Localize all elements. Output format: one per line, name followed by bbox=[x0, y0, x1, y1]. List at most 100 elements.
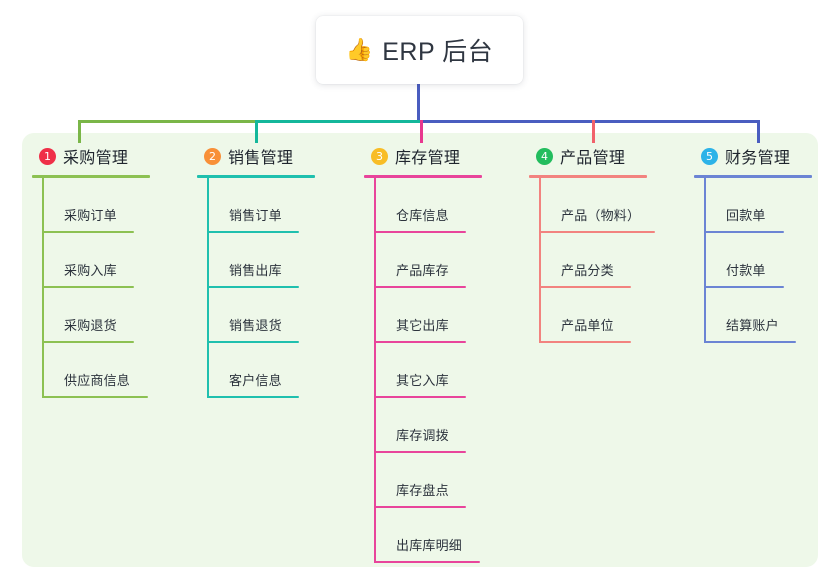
menu-item-rule bbox=[374, 451, 466, 453]
connector-bus-segment-2 bbox=[420, 120, 760, 123]
menu-item[interactable]: 销售订单 bbox=[207, 178, 315, 233]
menu-item-rule bbox=[704, 231, 784, 233]
badge-number-inventory: 3 bbox=[371, 147, 388, 165]
thumbs-up-icon: 👍 bbox=[345, 37, 374, 62]
column-finance: 5 财务管理回款单付款单结算账户 bbox=[694, 144, 812, 343]
menu-item-rule bbox=[374, 341, 466, 343]
menu-item-rule bbox=[539, 231, 655, 233]
column-header-inventory[interactable]: 3 库存管理 bbox=[364, 144, 482, 168]
page-title: ERP 后台 bbox=[382, 38, 494, 66]
menu-item-rule bbox=[704, 286, 784, 288]
menu-item[interactable]: 销售出库 bbox=[207, 233, 315, 288]
column-header-sales[interactable]: 2 销售管理 bbox=[197, 144, 315, 168]
menu-item-rule bbox=[374, 506, 466, 508]
connector-drop-inventory bbox=[420, 120, 423, 143]
menu-item-rule bbox=[374, 561, 480, 563]
menu-item[interactable]: 采购订单 bbox=[42, 178, 150, 233]
menu-item[interactable]: 仓库信息 bbox=[374, 178, 482, 233]
column-header-rule-inventory bbox=[364, 175, 482, 178]
menu-item-rule bbox=[539, 286, 631, 288]
menu-item-label: 产品（物料） bbox=[561, 208, 641, 223]
menu-item[interactable]: 供应商信息 bbox=[42, 343, 150, 398]
menu-item-rule bbox=[207, 396, 299, 398]
menu-item[interactable]: 其它入库 bbox=[374, 343, 482, 398]
column-title-product: 产品管理 bbox=[560, 150, 626, 167]
menu-item-rule bbox=[704, 341, 796, 343]
menu-item[interactable]: 客户信息 bbox=[207, 343, 315, 398]
menu-item[interactable]: 结算账户 bbox=[704, 288, 812, 343]
menu-item-label: 产品分类 bbox=[561, 263, 614, 278]
menu-item-label: 仓库信息 bbox=[396, 208, 449, 223]
menu-item-label: 采购订单 bbox=[64, 208, 117, 223]
menu-item-rule bbox=[539, 341, 631, 343]
menu-item-label: 其它出库 bbox=[396, 318, 449, 333]
column-header-rule-purchase bbox=[32, 175, 150, 178]
menu-item[interactable]: 产品（物料） bbox=[539, 178, 655, 233]
menu-item[interactable]: 其它出库 bbox=[374, 288, 482, 343]
badge-number-sales: 2 bbox=[204, 147, 221, 165]
menu-item-label: 采购退货 bbox=[64, 318, 117, 333]
column-items-purchase: 采购订单采购入库采购退货供应商信息 bbox=[42, 178, 150, 398]
menu-item-rule bbox=[207, 286, 299, 288]
connector-bus-segment-1 bbox=[255, 120, 423, 123]
menu-item-label: 采购入库 bbox=[64, 263, 117, 278]
column-spine-inventory bbox=[374, 178, 376, 563]
diagram-background-panel bbox=[22, 133, 818, 567]
menu-item[interactable]: 库存盘点 bbox=[374, 453, 482, 508]
title-card: 👍 ERP 后台 bbox=[316, 16, 523, 84]
menu-item-label: 销售出库 bbox=[229, 263, 282, 278]
column-header-rule-sales bbox=[197, 175, 315, 178]
menu-item-label: 产品库存 bbox=[396, 263, 449, 278]
column-header-rule-product bbox=[529, 175, 647, 178]
menu-item-label: 产品单位 bbox=[561, 318, 614, 333]
menu-item[interactable]: 回款单 bbox=[704, 178, 812, 233]
menu-item-label: 回款单 bbox=[726, 208, 766, 223]
column-header-product[interactable]: 4 产品管理 bbox=[529, 144, 647, 168]
menu-item[interactable]: 采购退货 bbox=[42, 288, 150, 343]
column-items-product: 产品（物料） 产品分类产品单位 bbox=[539, 178, 655, 343]
column-spine-product bbox=[539, 178, 541, 343]
connector-drop-product bbox=[592, 120, 595, 143]
column-purchase: 1 采购管理采购订单采购入库采购退货供应商信息 bbox=[32, 144, 150, 398]
column-header-rule-finance bbox=[694, 175, 812, 178]
menu-item[interactable]: 库存调拨 bbox=[374, 398, 482, 453]
connector-stem bbox=[417, 84, 420, 123]
menu-item[interactable]: 付款单 bbox=[704, 233, 812, 288]
menu-item-rule bbox=[374, 286, 466, 288]
connector-bus-segment-0 bbox=[78, 120, 258, 123]
menu-item-label: 出库库明细 bbox=[396, 538, 463, 553]
menu-item-label: 付款单 bbox=[726, 263, 766, 278]
menu-item[interactable]: 采购入库 bbox=[42, 233, 150, 288]
connector-drop-sales bbox=[255, 120, 258, 143]
menu-item-label: 其它入库 bbox=[396, 373, 449, 388]
column-items-sales: 销售订单销售出库销售退货客户信息 bbox=[207, 178, 315, 398]
menu-item-label: 销售退货 bbox=[229, 318, 282, 333]
connector-drop-finance bbox=[757, 120, 760, 143]
column-header-finance[interactable]: 5 财务管理 bbox=[694, 144, 812, 168]
column-title-finance: 财务管理 bbox=[725, 150, 791, 167]
menu-item-rule bbox=[42, 396, 148, 398]
menu-item-label: 客户信息 bbox=[229, 373, 282, 388]
menu-item-rule bbox=[207, 341, 299, 343]
menu-item[interactable]: 产品单位 bbox=[539, 288, 647, 343]
column-title-inventory: 库存管理 bbox=[395, 150, 461, 167]
column-title-sales: 销售管理 bbox=[228, 150, 294, 167]
menu-item[interactable]: 销售退货 bbox=[207, 288, 315, 343]
badge-number-finance: 5 bbox=[701, 147, 718, 165]
column-spine-purchase bbox=[42, 178, 44, 398]
menu-item-rule bbox=[42, 231, 134, 233]
menu-item-label: 销售订单 bbox=[229, 208, 282, 223]
title-content: 👍 ERP 后台 bbox=[346, 32, 493, 68]
connector-drop-purchase bbox=[78, 120, 81, 143]
badge-number-purchase: 1 bbox=[39, 147, 56, 165]
column-spine-sales bbox=[207, 178, 209, 398]
column-title-purchase: 采购管理 bbox=[63, 150, 129, 167]
menu-item[interactable]: 出库库明细 bbox=[374, 508, 482, 563]
badge-number-product: 4 bbox=[536, 147, 553, 165]
menu-item-label: 结算账户 bbox=[726, 318, 779, 333]
menu-item[interactable]: 产品库存 bbox=[374, 233, 482, 288]
menu-item[interactable]: 产品分类 bbox=[539, 233, 647, 288]
column-header-purchase[interactable]: 1 采购管理 bbox=[32, 144, 150, 168]
menu-item-rule bbox=[207, 231, 299, 233]
column-inventory: 3 库存管理仓库信息产品库存其它出库其它入库库存调拨库存盘点出库库明细 bbox=[364, 144, 482, 563]
